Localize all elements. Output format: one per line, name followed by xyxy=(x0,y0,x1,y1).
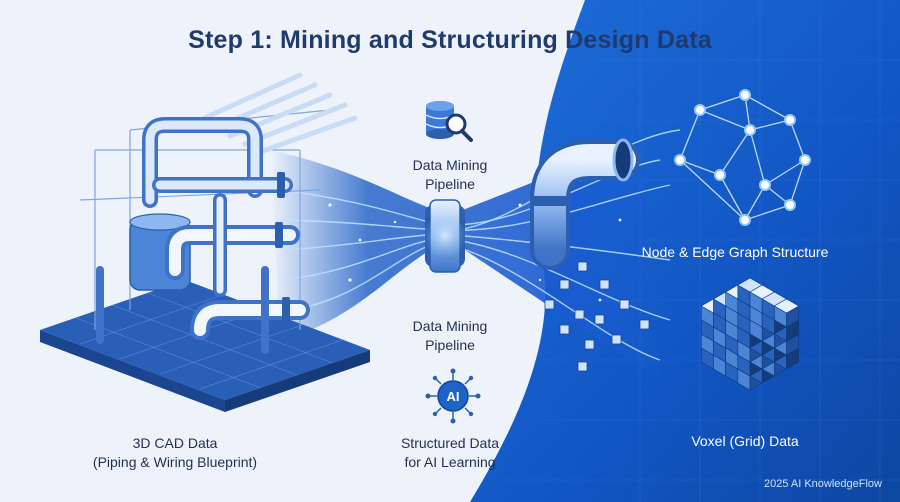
database-search-icon xyxy=(425,101,473,142)
label-mining-mid: Data Mining Pipeline xyxy=(395,317,505,355)
ai-chip-icon: AI xyxy=(425,368,481,424)
label-mining-top-line2: Pipeline xyxy=(425,176,475,192)
label-structured-line1: Structured Data xyxy=(400,435,500,451)
pipeline-coupling xyxy=(423,199,467,273)
label-mining-mid-line1: Data Mining xyxy=(412,318,488,334)
voxel-cube-icon xyxy=(700,277,800,391)
label-structured: Structured Data for AI Learning xyxy=(385,434,515,472)
cad-assembly xyxy=(40,72,370,412)
flow-particles xyxy=(328,178,622,302)
label-cad-line1: 3D CAD Data xyxy=(132,435,218,451)
label-voxel: Voxel (Grid) Data xyxy=(691,433,799,449)
cad-base-side-right xyxy=(225,350,370,412)
elbow-pipe xyxy=(530,138,640,270)
label-mining-mid-line2: Pipeline xyxy=(425,337,475,353)
label-cad-data: 3D CAD Data (Piping & Wiring Blueprint) xyxy=(40,434,310,472)
label-cad-line2: (Piping & Wiring Blueprint) xyxy=(92,454,258,470)
scattered-cubes xyxy=(544,261,650,372)
label-structured-line2: for AI Learning xyxy=(404,454,496,470)
cad-base-side-left xyxy=(40,330,225,412)
label-mining-top: Data Mining Pipeline xyxy=(395,156,505,194)
label-graph: Node & Edge Graph Structure xyxy=(641,244,829,260)
voxel-unit xyxy=(773,298,800,328)
label-mining-top-line1: Data Mining xyxy=(412,157,488,173)
page-title: Step 1: Mining and Structuring Design Da… xyxy=(188,26,712,54)
ai-badge-text: AI xyxy=(447,389,460,404)
footer-credit: 2025 AI KnowledgeFlow xyxy=(763,478,882,490)
node-graph-icon xyxy=(674,89,811,226)
